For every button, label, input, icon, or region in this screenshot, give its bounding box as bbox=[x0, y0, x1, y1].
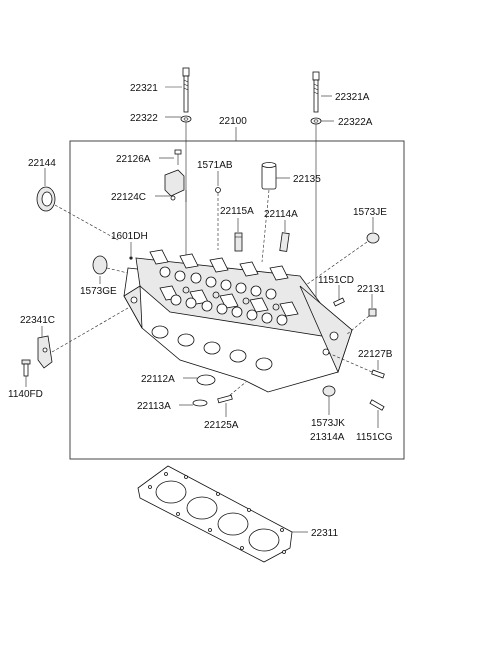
leader-line bbox=[261, 189, 270, 263]
bolt-1140FD bbox=[21, 359, 31, 377]
part-label: 1573JE bbox=[353, 207, 387, 218]
plug-1573JK bbox=[322, 385, 336, 397]
leader-line bbox=[54, 204, 119, 241]
leader-line bbox=[106, 267, 141, 277]
hanger-bracket-22341C bbox=[37, 335, 53, 369]
dowel-22124C bbox=[170, 195, 176, 201]
part-label: 22124C bbox=[111, 192, 146, 203]
seal-22113A bbox=[192, 399, 208, 407]
part-label: 1601DH bbox=[111, 231, 148, 242]
part-label: 22144 bbox=[28, 158, 56, 169]
leader-line bbox=[229, 381, 247, 396]
part-label: 22321 bbox=[130, 83, 158, 94]
plug-1573JE bbox=[366, 232, 380, 244]
part-label: 1573JK bbox=[311, 418, 345, 429]
part-label: 22322 bbox=[130, 113, 158, 124]
tappet-22135 bbox=[261, 162, 277, 190]
part-label: 22321A bbox=[335, 92, 370, 103]
oil-seal-22144 bbox=[36, 186, 56, 212]
part-label: 22115A bbox=[220, 206, 254, 217]
leader-line bbox=[305, 241, 368, 286]
plug-1573GE bbox=[92, 255, 108, 275]
leader-line bbox=[51, 307, 129, 353]
part-label: 22135 bbox=[293, 174, 321, 185]
ring-22112A bbox=[196, 374, 216, 386]
stud-1151CD bbox=[333, 297, 345, 307]
part-label: 1573GE bbox=[80, 286, 117, 297]
leader-line bbox=[325, 351, 373, 373]
assembly-frame bbox=[69, 140, 405, 460]
valve-guide-22115A bbox=[234, 232, 243, 252]
part-label: 22322A bbox=[338, 117, 373, 128]
head-bolt-22321 bbox=[182, 67, 190, 113]
stud-22127B bbox=[371, 369, 385, 379]
part-label: 22311 bbox=[311, 528, 339, 539]
part-label: 22114A bbox=[264, 209, 298, 220]
part-label: 22112A bbox=[141, 374, 175, 385]
stud-1151CG bbox=[369, 399, 385, 411]
part-label: 22125A bbox=[204, 420, 239, 431]
bolt-22131 bbox=[368, 308, 377, 317]
part-label: 22127B bbox=[358, 349, 393, 360]
head-gasket-22311 bbox=[137, 465, 293, 563]
head-bolt-22321A bbox=[312, 71, 320, 113]
part-label: 1151CD bbox=[318, 275, 354, 286]
part-label: 22126A bbox=[116, 154, 151, 165]
washer-22322 bbox=[180, 115, 192, 123]
stud-22125A bbox=[217, 394, 233, 404]
part-label: 1571AB bbox=[197, 160, 233, 171]
part-label: 22113A bbox=[137, 401, 171, 412]
part-label: 22341C bbox=[20, 315, 55, 326]
bracket-22126A bbox=[164, 149, 185, 197]
part-label: 22100 bbox=[219, 116, 247, 127]
part-label: 1140FD bbox=[8, 389, 43, 400]
part-label: 22131 bbox=[357, 284, 385, 295]
pin-1601DH bbox=[129, 256, 133, 260]
part-label: 21314A bbox=[310, 432, 345, 443]
part-label: 1151CG bbox=[356, 432, 393, 443]
plug-1571AB bbox=[215, 187, 221, 193]
valve-guide-22114A bbox=[279, 232, 290, 252]
washer-22322A bbox=[310, 117, 322, 125]
leader-line bbox=[345, 315, 370, 336]
cylinder-head-22100 bbox=[123, 249, 353, 393]
